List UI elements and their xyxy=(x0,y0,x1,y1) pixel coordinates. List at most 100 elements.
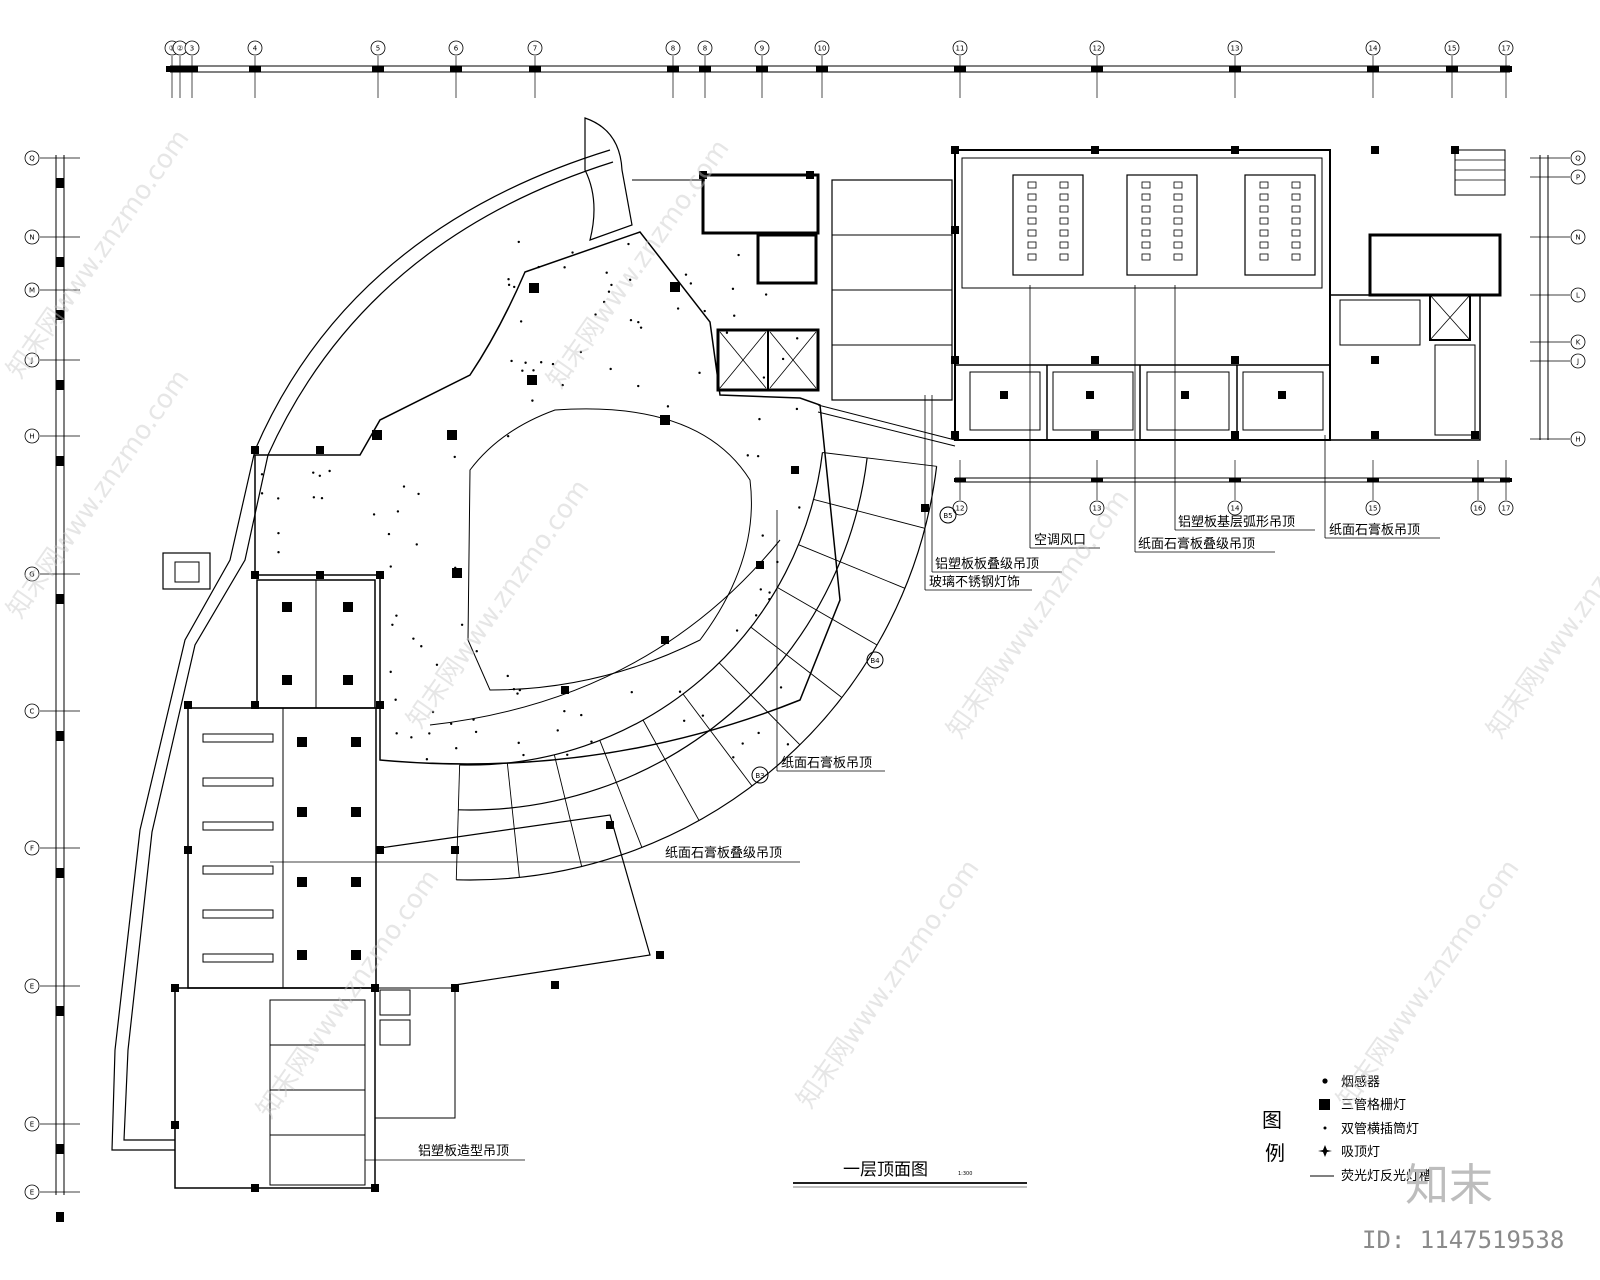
dimension-tick xyxy=(166,66,178,72)
grille-light-cell xyxy=(1173,229,1183,237)
ceiling-light-fixture xyxy=(372,430,382,440)
downlight-dot xyxy=(277,551,280,554)
callout-aluminum-shaped: 铝塑板造型吊顶 xyxy=(418,1144,509,1159)
axis-bubble-label: Q xyxy=(1575,155,1581,163)
downlight-dot xyxy=(524,361,527,364)
axis-bubble: K xyxy=(1530,334,1586,350)
fan-divider xyxy=(718,662,801,746)
grille-light-cell xyxy=(1059,205,1069,213)
downlight-dot xyxy=(417,492,420,496)
dimension-tick xyxy=(56,456,64,466)
axis-bubble: 5 xyxy=(370,40,386,98)
column xyxy=(184,701,192,709)
grille-light-cell xyxy=(1173,217,1183,225)
dimension-tick xyxy=(56,178,64,188)
watermark-text: 知末网www.znzmo.com xyxy=(791,854,985,1114)
dimension-tick xyxy=(954,478,966,482)
axis-bubble: 14 xyxy=(1365,40,1381,98)
downlight-dot xyxy=(678,690,682,693)
axis-bubble: E xyxy=(24,1116,80,1132)
downlight-dot xyxy=(756,454,760,458)
ceiling-light-fixture xyxy=(529,283,539,293)
axis-bubble-label: 9 xyxy=(760,45,764,53)
ceiling-light-fixture xyxy=(1086,391,1094,399)
axis-bubble-circle xyxy=(1089,500,1105,516)
axis-bubble: H xyxy=(24,428,80,444)
axis-bubble-circle xyxy=(1498,40,1514,56)
axis-bubble-label: 3 xyxy=(190,45,194,53)
downlight-dot xyxy=(506,434,510,438)
axis-bubble-label: 13 xyxy=(1093,505,1102,513)
column xyxy=(376,701,384,709)
fan-divider xyxy=(777,587,878,646)
grille-light xyxy=(297,807,307,817)
downlight-dot xyxy=(260,473,264,476)
column xyxy=(316,571,324,579)
legend-label-smoke-detector: 烟感器 xyxy=(1341,1074,1380,1090)
grille-light-cell xyxy=(1259,253,1269,261)
legend-label-downlight: 双管横插筒灯 xyxy=(1341,1121,1419,1137)
downlight-dot xyxy=(277,531,280,535)
downlight-dot xyxy=(629,318,633,322)
dimension-tick xyxy=(56,380,64,390)
axis-bubble: F xyxy=(24,840,80,856)
downlight-dot xyxy=(637,320,640,324)
grille-light-cell xyxy=(1027,181,1037,189)
column xyxy=(1231,431,1239,439)
downlight-dot xyxy=(395,614,398,617)
fan-arc xyxy=(456,466,938,881)
downlight-dot xyxy=(475,650,478,653)
axis-bubble-circle xyxy=(1570,150,1586,166)
fan-divider xyxy=(798,544,906,589)
callout-gypsum-stepped-right: 纸面石膏板叠级吊顶 xyxy=(1138,536,1255,552)
downlight-dot xyxy=(639,326,643,329)
downlight-dot xyxy=(510,359,513,363)
axis-bubble-label: 15 xyxy=(1369,505,1378,513)
dimension-tick xyxy=(56,1212,64,1222)
dimension-tick xyxy=(1500,478,1512,482)
downlight-dot xyxy=(761,534,764,537)
dimension-tick xyxy=(1229,478,1241,482)
fan-divider xyxy=(750,626,843,698)
axis-bubble-label: M xyxy=(29,287,35,295)
downlight-dot xyxy=(768,598,771,601)
drawing-scale: 1:300 xyxy=(958,1171,972,1177)
axis-bubble-circle xyxy=(1089,40,1105,56)
axis-bubble-label: L xyxy=(1576,292,1580,300)
fluorescent-fixture xyxy=(202,821,274,831)
right-axis-dimension-line xyxy=(1539,155,1549,440)
drawing-title: 一层顶面图 xyxy=(843,1160,928,1180)
grille-light xyxy=(351,807,361,817)
grille-light-cell xyxy=(1173,193,1183,201)
dimension-tick xyxy=(56,1144,64,1154)
axis-bubble-circle xyxy=(1365,500,1381,516)
axis-bubble-circle xyxy=(1570,169,1586,185)
axis-bubble-label: J xyxy=(30,357,33,365)
grille-light-cell xyxy=(1059,229,1069,237)
column xyxy=(1231,356,1239,364)
ceiling-light-fixture xyxy=(1181,391,1189,399)
downlight-dot xyxy=(320,496,324,500)
dimension-tick xyxy=(699,66,711,72)
column xyxy=(951,226,959,234)
fan-divider xyxy=(642,719,700,821)
dimension-tick xyxy=(1091,478,1103,482)
fan-divider xyxy=(506,762,520,878)
column xyxy=(251,1184,259,1192)
downlight-dot xyxy=(277,497,280,500)
axis-bubble-label: E xyxy=(30,1189,34,1197)
column xyxy=(376,846,384,854)
axis-bubble: 11 xyxy=(952,40,968,98)
fan-divider xyxy=(813,498,925,529)
downlight-dot xyxy=(610,283,613,287)
downlight-dot xyxy=(605,271,608,274)
downlight-dot xyxy=(779,686,783,689)
downlight-dot xyxy=(637,384,640,388)
axis-bubble-label: ① xyxy=(169,45,175,53)
downlight-dot xyxy=(402,485,406,488)
downlight-dot xyxy=(689,282,693,285)
downlight-dot xyxy=(387,532,391,536)
downlight-dot xyxy=(391,623,394,626)
